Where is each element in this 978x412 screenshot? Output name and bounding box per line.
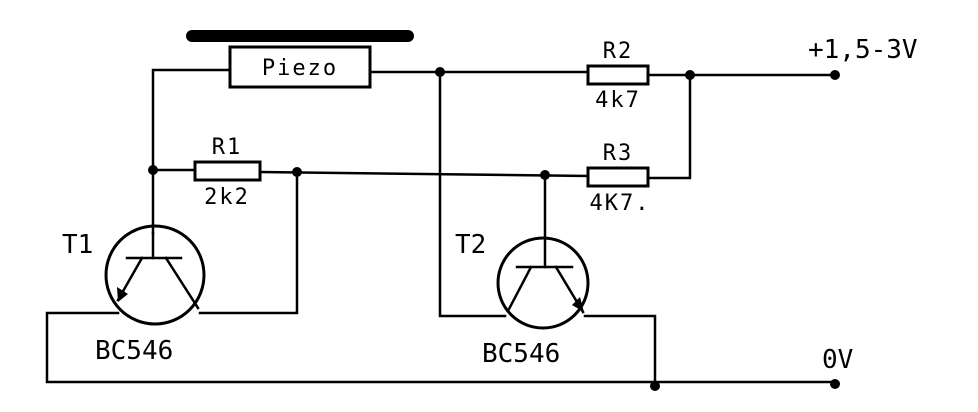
terminal-ground <box>830 379 840 389</box>
junction-dot <box>540 170 550 180</box>
transistor-t2-left-lead <box>506 265 533 313</box>
junction-dot <box>650 381 660 391</box>
wire-t1-ground <box>45 311 837 384</box>
wire-r2-r3-link <box>646 73 692 180</box>
piezo-label: Piezo <box>262 56 338 81</box>
label-r1-value: 2k2 <box>204 185 250 210</box>
transistor-t1 <box>104 224 206 326</box>
wire-piezo-node-down <box>438 70 507 318</box>
transistor-t2-arrow <box>572 297 584 312</box>
transistor-t1-arrow <box>117 287 128 302</box>
resistor-r1 <box>193 160 262 182</box>
label-t2-ref: T2 <box>455 230 486 260</box>
junction-dot <box>148 165 158 175</box>
junctions <box>148 67 695 391</box>
label-r1-ref: R1 <box>212 135 243 160</box>
transistor-t1-right-lead <box>164 256 200 310</box>
label-t1-ref: T1 <box>62 230 93 260</box>
wire-t2-ground <box>583 314 657 388</box>
junction-dot <box>435 67 445 77</box>
label-t1-part: BC546 <box>95 336 173 366</box>
label-ground: 0V <box>822 345 853 375</box>
piezo-buzzer: Piezo <box>186 30 414 89</box>
wires <box>45 68 837 388</box>
junction-dot <box>685 70 695 80</box>
junction-dot <box>292 167 302 177</box>
piezo-body <box>228 45 372 89</box>
transistor-t2-body <box>496 236 590 330</box>
wire-r1-r3 <box>258 170 590 178</box>
transistor-t1-body <box>104 224 206 326</box>
transistor-t2 <box>496 236 590 330</box>
label-r3-ref: R3 <box>603 141 634 166</box>
wire-t1-collector-piezo <box>151 68 232 235</box>
label-supply: +1,5-3V <box>808 35 918 65</box>
label-t2-part: BC546 <box>482 339 560 369</box>
resistor-r3 <box>586 166 650 188</box>
label-r2-ref: R2 <box>603 39 634 64</box>
resistor-r2 <box>586 64 650 86</box>
label-r2-value: 4k7 <box>595 88 641 113</box>
label-r3-value: 4K7. <box>590 191 651 216</box>
wire-r1-node-t1-emitter <box>198 170 299 315</box>
terminal-supply <box>830 70 840 80</box>
